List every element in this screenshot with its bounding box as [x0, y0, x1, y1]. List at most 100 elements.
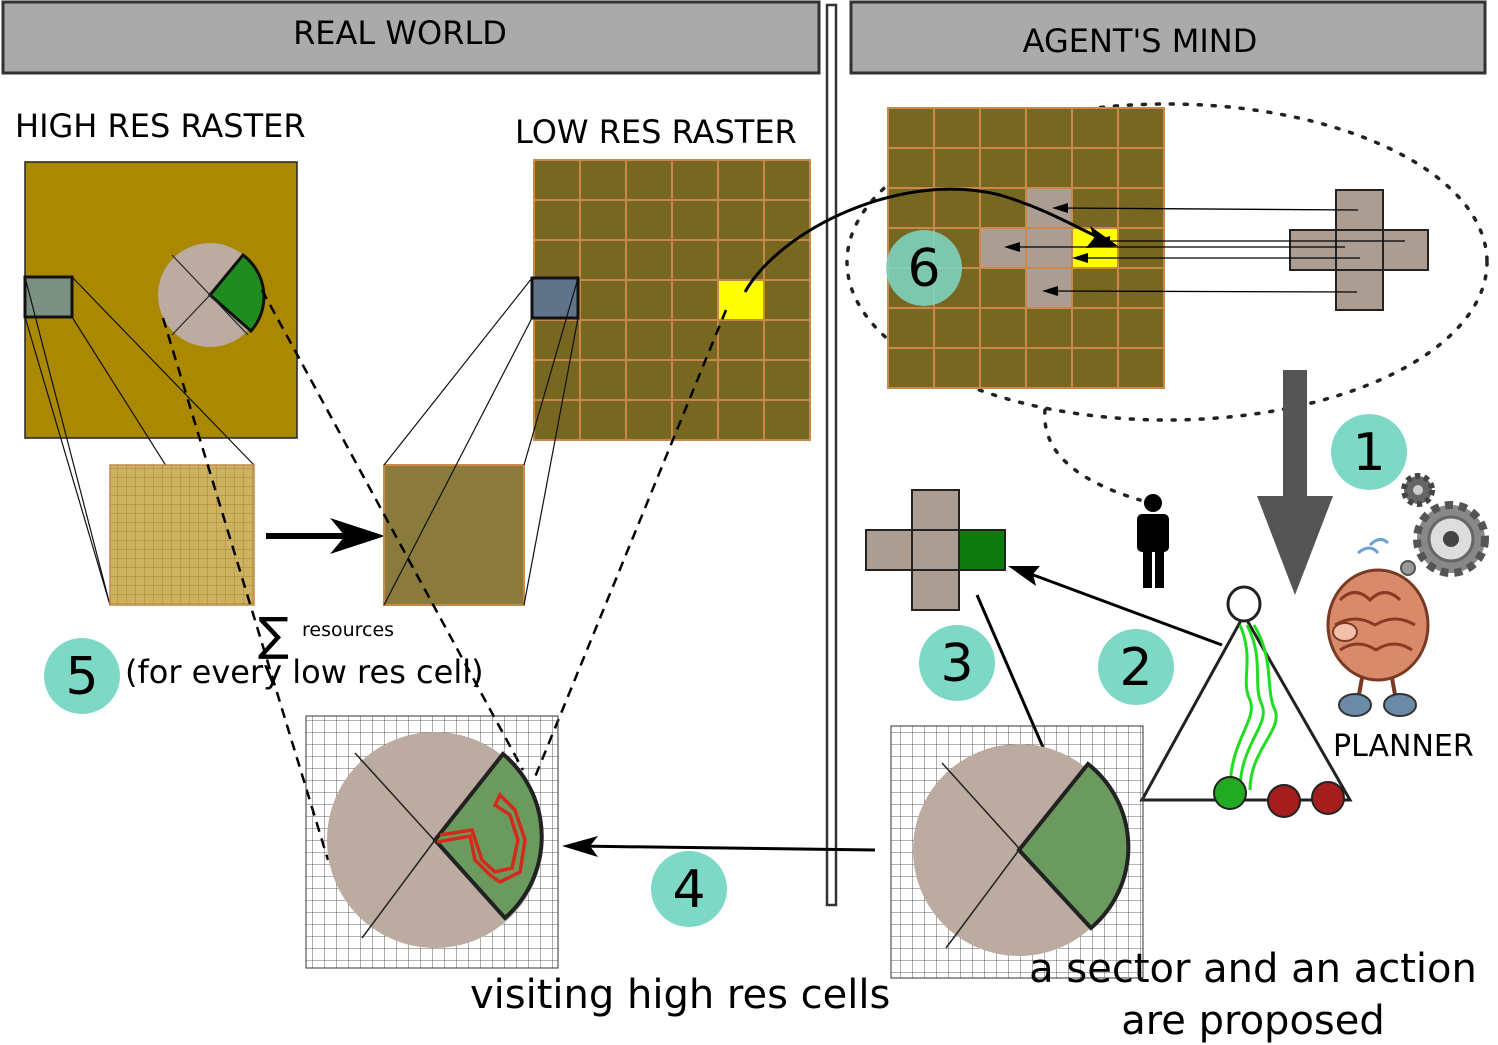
person-icon: [1137, 494, 1169, 588]
raster-cell: [671, 359, 719, 401]
raster-cell: [979, 267, 1027, 309]
raster-cell: [1117, 267, 1165, 309]
raster-cell: [887, 307, 935, 349]
arrow-icon: [562, 836, 598, 857]
raster-cell: [763, 399, 811, 441]
raster-cell: [1117, 147, 1165, 189]
raster-cell: [933, 187, 981, 229]
raster-cell: [533, 239, 581, 281]
raster-cell: [533, 399, 581, 441]
raster-cell: [887, 347, 935, 389]
raster-cell: [763, 359, 811, 401]
raster-cell: [717, 159, 765, 201]
raster-cell: [717, 399, 765, 441]
arrow-icon: [1008, 566, 1040, 586]
sum-symbol: ∑: [258, 607, 289, 661]
sector-disk-small: [158, 243, 266, 347]
raster-cell: [717, 199, 765, 241]
raster-cell: [579, 359, 627, 401]
raster-cell: [1117, 227, 1165, 269]
high-res-cell-selection: [23, 275, 74, 319]
raster-cell: [579, 399, 627, 441]
raster-cell: [933, 147, 981, 189]
low-res-cell-detail: [383, 464, 525, 606]
raster-cell: [671, 159, 719, 201]
search-tree: [1139, 585, 1353, 818]
raster-cell: [579, 159, 627, 201]
raster-cell: [763, 159, 811, 201]
step-badge-6: 6: [886, 230, 962, 306]
raster-cell: [625, 399, 673, 441]
raster-cell: [671, 399, 719, 441]
raster-cell: [717, 319, 765, 361]
raster-cell: [1071, 307, 1119, 349]
low-res-cell-selection: [530, 276, 580, 320]
arrow-icon: [1086, 226, 1118, 248]
raster-cell: [625, 319, 673, 361]
raster-cell: [1117, 107, 1165, 149]
step-number: 1: [1352, 423, 1385, 483]
mind-bubble: [845, 102, 1489, 422]
raster-cell: [533, 319, 581, 361]
raster-cell: [1071, 107, 1119, 149]
step-badge-3: 3: [919, 625, 995, 701]
raster-cell: [625, 279, 673, 321]
raster-cell: [979, 347, 1027, 389]
raster-cell: [1071, 347, 1119, 389]
visited-sector-grid: [305, 715, 559, 969]
step-number: 3: [940, 634, 973, 694]
raster-cell: [579, 199, 627, 241]
raster-cell: [1117, 307, 1165, 349]
proposed-sector-grid: [890, 725, 1144, 979]
raster-cell: [579, 319, 627, 361]
mind-arrows: [1010, 207, 1405, 293]
planner-label: PLANNER: [1333, 729, 1474, 764]
raster-cell: [671, 279, 719, 321]
raster-cell: [533, 199, 581, 241]
step-number: 6: [907, 239, 940, 299]
zoom-lines-high: [24, 276, 255, 606]
raster-cell: [625, 359, 673, 401]
zoom-lines-low: [383, 277, 579, 606]
right-header-title: AGENT'S MIND: [1023, 22, 1258, 60]
raster-cell: [979, 307, 1027, 349]
step-badge-5: 5: [44, 638, 120, 714]
mind-bubble-tail: [1043, 408, 1142, 502]
raster-cell: [671, 199, 719, 241]
step-number: 2: [1119, 638, 1152, 698]
right-header: AGENT'S MIND: [849, 0, 1487, 75]
raster-cell: [625, 199, 673, 241]
raster-cell: [579, 279, 627, 321]
step-badge-2: 2: [1098, 629, 1174, 705]
raster-cell: [1025, 227, 1073, 269]
action-cross-proposed: [865, 489, 1006, 611]
step-number: 5: [65, 647, 98, 707]
step-badge-1: 1: [1331, 414, 1407, 490]
raster-cell: [671, 319, 719, 361]
panel-divider: [825, 3, 838, 907]
high-res-raster: [23, 161, 298, 439]
gear-icon: [1400, 473, 1489, 577]
arrow-step-4: [574, 844, 876, 852]
proposal-label-line2: are proposed: [1121, 998, 1385, 1044]
low-res-raster-label: LOW RES RASTER: [515, 113, 797, 151]
raster-cell: [763, 279, 811, 321]
projection-lines: [161, 289, 728, 861]
arrow-icon: [330, 518, 385, 554]
arrow-step-6: [743, 187, 1106, 293]
raster-cell: [717, 359, 765, 401]
raster-cell: [533, 159, 581, 201]
high-res-raster-label: HIGH RES RASTER: [15, 107, 306, 145]
raster-cell: [625, 239, 673, 281]
raster-cell: [979, 147, 1027, 189]
arrow-step-2: [1019, 568, 1223, 647]
high-res-cell-detail: [109, 464, 255, 606]
raster-cell: [763, 319, 811, 361]
raster-cell: [1025, 107, 1073, 149]
raster-cell: [979, 107, 1027, 149]
step-number: 4: [672, 860, 705, 920]
raster-cell: [533, 359, 581, 401]
raster-cell: [579, 239, 627, 281]
